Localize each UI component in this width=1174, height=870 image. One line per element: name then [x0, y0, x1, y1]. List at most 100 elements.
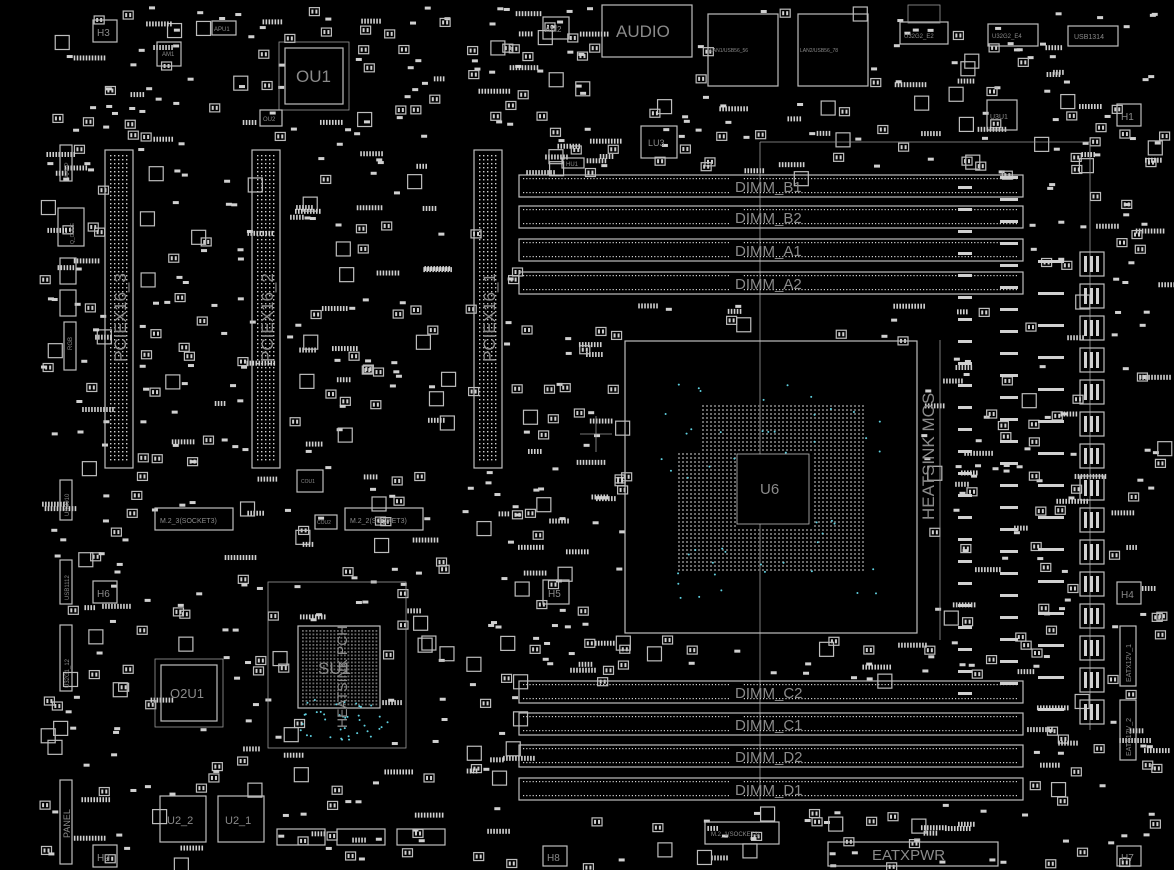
pciex16-2-label: PCIEX16_2 — [258, 273, 277, 362]
mount-hole-h4: H4 — [1116, 581, 1142, 605]
u32g2-e2-label: U32G2_E2 — [904, 34, 934, 40]
u32g1-12-header: U32G1_12 — [59, 624, 73, 692]
eatx12v-1-connector: EATX12V_1 — [1119, 625, 1137, 687]
m2-3-label: M.2_3(SOCKET3) — [160, 518, 217, 525]
left-components — [39, 6, 457, 870]
su1-label: SU1 — [318, 659, 351, 678]
cou1-chip: COU1 — [296, 469, 324, 493]
eatxpwr-label: EATXPWR — [872, 847, 945, 864]
usb1314-label: USB1314 — [1074, 34, 1104, 41]
usb1314-port: USB1314 — [1067, 25, 1119, 47]
am1-chip: AM1 — [156, 41, 182, 67]
cpu-socket-label: U6 — [760, 481, 779, 498]
m2-1-label: M.2_1(SOCKET3) — [711, 832, 760, 838]
dimm-d2-label: DIMM_D2 — [735, 749, 803, 766]
usb1112-header: USB1112 — [59, 559, 73, 605]
dimm-b2-slot: DIMM_B2 — [518, 205, 1024, 229]
dimm-a1-label: DIMM_A1 — [735, 243, 802, 260]
mount-hole-h9: H9 — [92, 844, 118, 868]
h1-label: H1 — [1121, 112, 1134, 123]
apu1-chip: APU1 — [211, 20, 237, 36]
aafp-label: AAFP — [65, 162, 71, 178]
dimm-c1-label: DIMM_C1 — [735, 717, 803, 734]
dimm-d1-label: DIMM_D1 — [735, 782, 803, 799]
pciex16-1-label: PCIEX16_1 — [480, 273, 499, 362]
aafp-header: AAFP — [59, 144, 73, 182]
h4-label: H4 — [1121, 590, 1134, 601]
mount-hole-h7: H7 — [1116, 845, 1142, 867]
dimm-a2-label: DIMM_A2 — [735, 276, 802, 293]
eatx12v-2-connector: EATX12V_2 — [1119, 699, 1137, 761]
ou2-label: OU2 — [263, 117, 276, 123]
mount-hole-h8: H8 — [542, 845, 568, 867]
dimm-a2-slot: DIMM_A2 — [518, 271, 1024, 295]
mount-hole-h6: H6 — [92, 580, 118, 604]
dimm-c1-slot: DIMM_C1 — [518, 712, 1024, 736]
u32g1-12-label: U32G1_12 — [65, 658, 71, 688]
dimm-d1-slot: DIMM_D1 — [518, 777, 1024, 801]
pch-heatsink: SU1 HEATSINK PCH — [267, 581, 407, 749]
eatx12v-1-label: EATX12V_1 — [1126, 644, 1133, 682]
u2-2-chip: U2_2 — [159, 795, 207, 843]
m2-3-socket: M.2_3(SOCKET3) — [154, 507, 234, 531]
cou1-label: COU1 — [301, 479, 315, 485]
vrm-chokes — [958, 176, 1105, 725]
o2u1-label: O2U1 — [170, 686, 204, 701]
ou1-chip: OU1 — [278, 41, 350, 111]
lu3-chip: LU3 — [640, 125, 678, 159]
pch-ball-grid — [299, 630, 389, 741]
mount-hole-h1: H1 — [1116, 103, 1142, 127]
q-code-label: Q_CODE — [70, 222, 76, 244]
dimm-a1-slot: DIMM_A1 — [518, 238, 1024, 262]
ou1-label: OU1 — [296, 67, 331, 86]
rgb-label: RGB — [68, 337, 74, 350]
panel-label: PANEL — [62, 809, 72, 838]
u2-1-chip: U2_1 — [217, 795, 265, 843]
usb910-header: USB910 — [59, 479, 73, 521]
usb910-label: USB910 — [65, 493, 71, 516]
mount-hole-h5: H5 — [542, 579, 570, 605]
am2-chip: AM2 — [542, 16, 570, 40]
sata-connectors — [276, 828, 446, 846]
u3u1-label: U3U1 — [990, 114, 1008, 121]
o2u1-chip: O2U1 — [154, 658, 224, 728]
am2-label: AM2 — [545, 25, 562, 34]
pciex16-2-slot: PCIEX16_2 — [251, 149, 281, 469]
usb1112-label: USB1112 — [65, 575, 71, 600]
u2-1-label: U2_1 — [225, 815, 251, 827]
hu1-chip: HU1 — [561, 157, 585, 169]
dimm-c2-label: DIMM_C2 — [735, 685, 803, 702]
hu1-label: HU1 — [566, 162, 579, 168]
dimm-b1-slot: DIMM_B1 — [518, 174, 1024, 198]
am1-label: AM1 — [162, 52, 175, 58]
h5-label: H5 — [548, 589, 561, 600]
h3-label: H3 — [97, 28, 110, 39]
u2-2-label: U2_2 — [167, 815, 193, 827]
right-components — [462, 6, 1174, 870]
u32g2-e2-port: U32G2_E2 — [899, 4, 949, 45]
cpu-ball-grid — [660, 383, 881, 599]
m2-2-label: M.2_2(SOCKET3) — [350, 518, 407, 525]
lan1-label: LAN1/USB56_56 — [710, 48, 748, 54]
h9-label: H9 — [97, 853, 110, 864]
lan2-port: LAN2/USB56_78 — [797, 13, 869, 87]
pciex16-3-label: PCIEX16_3 — [111, 273, 130, 362]
cou2-label: COU2 — [317, 520, 331, 526]
dimm-c2-slot: DIMM_C2 — [518, 680, 1024, 704]
lan2-label: LAN2/USB56_78 — [800, 48, 838, 54]
h6-label: H6 — [97, 589, 110, 600]
h8-label: H8 — [547, 853, 560, 864]
u32g2-e4-port: U32G2_E4 — [987, 23, 1039, 47]
cou2-chip: COU2 — [314, 514, 338, 530]
u32g2-e4-label: U32G2_E4 — [992, 34, 1022, 40]
apu1-label: APU1 — [214, 27, 230, 33]
pciex16-1-slot: PCIEX16_1 — [473, 149, 503, 469]
dimm-b2-label: DIMM_B2 — [735, 210, 802, 227]
mount-hole-h3: H3 — [92, 19, 118, 43]
dimm-d2-slot: DIMM_D2 — [518, 744, 1024, 768]
dimm-b1-label: DIMM_B1 — [735, 179, 802, 196]
lu3-label: LU3 — [648, 138, 665, 148]
q-code-display: Q_CODE — [57, 207, 85, 247]
pciex16-3-slot: PCIEX16_3 — [104, 149, 134, 469]
ou2-chip: OU2 — [259, 109, 283, 127]
